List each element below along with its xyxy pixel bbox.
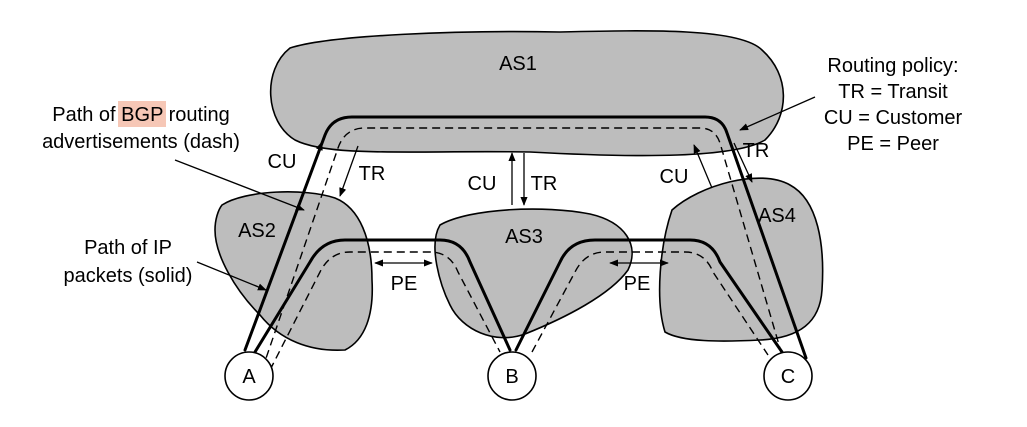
- bgp-annotation-line1: Path of BGP routing: [52, 104, 230, 126]
- callout-policy-arrow: [739, 96, 816, 131]
- pe-label-as2-as3: PE: [391, 273, 418, 295]
- cu-label-as2: CU: [268, 151, 297, 173]
- node-a-circle: [224, 351, 274, 401]
- policy-transit: TR = Transit: [838, 81, 948, 103]
- node-b-label: B: [505, 366, 518, 388]
- tr-label-as2: TR: [359, 163, 386, 185]
- arrow-cu-as4-as1: [693, 144, 713, 189]
- tr-label-as3: TR: [531, 173, 558, 195]
- as1-region: [269, 30, 785, 157]
- policy-title: Routing policy:: [827, 55, 958, 77]
- pe-label-as3-as4: PE: [624, 273, 651, 295]
- node-c-label: C: [781, 366, 795, 388]
- bgp-annotation-suffix: routing: [163, 104, 230, 126]
- as4-region: [658, 177, 824, 342]
- ip-annotation-line2: packets (solid): [64, 265, 193, 287]
- cu-label-as4: CU: [660, 166, 689, 188]
- arrow-tr-as1-as2: [339, 145, 359, 197]
- callout-bgp-arrow: [174, 159, 305, 211]
- as3-label: AS3: [505, 226, 543, 248]
- bgp-path-a-c: [261, 127, 783, 371]
- ip-path-a-c: [243, 115, 808, 360]
- node-a-label: A: [242, 366, 256, 388]
- tr-label-as4: TR: [743, 140, 770, 162]
- as1-label: AS1: [499, 53, 537, 75]
- ip-path-a-b-c: [253, 238, 784, 354]
- bgp-annotation-line2: advertisements (dash): [42, 131, 240, 153]
- callout-ip-arrow: [196, 261, 267, 291]
- policy-peer: PE = Peer: [847, 133, 939, 155]
- node-b-circle: [487, 351, 537, 401]
- cu-label-as3: CU: [468, 173, 497, 195]
- arrow-tr-as1-as4: [733, 142, 753, 183]
- policy-customer: CU = Customer: [824, 107, 963, 129]
- bgp-path-as2-as4-via-b: [269, 251, 769, 371]
- as2-label: AS2: [238, 220, 276, 242]
- bgp-highlight: [118, 101, 166, 127]
- arrow-cu-as2-as1: [303, 141, 323, 193]
- ip-annotation-line1: Path of IP: [84, 237, 172, 259]
- bgp-annotation-highlight: BGP: [121, 104, 163, 126]
- as4-label: AS4: [758, 205, 796, 227]
- node-c-circle: [763, 351, 813, 401]
- as2-region: [214, 191, 374, 351]
- bgp-annotation-prefix: Path of: [52, 104, 121, 126]
